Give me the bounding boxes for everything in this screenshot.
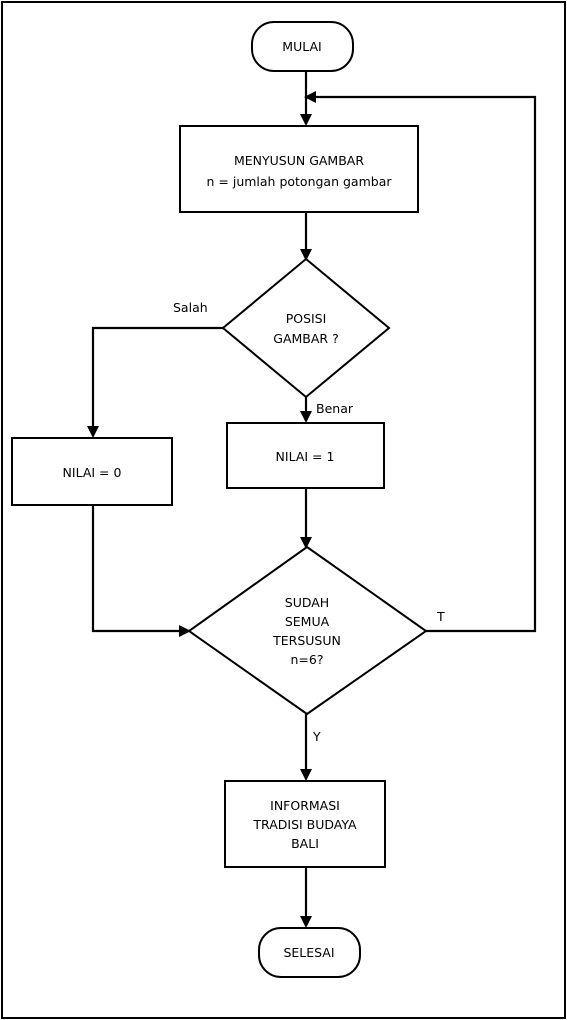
all-arranged-line-2: SEMUA (285, 614, 330, 629)
arrange-process: MENYUSUN GAMBAR n = jumlah potongan gamb… (179, 125, 419, 213)
score-zero-process: NILAI = 0 (11, 437, 173, 506)
end-terminal: SELESAI (258, 927, 361, 978)
information-line-2: TRADISI BUDAYA (252, 817, 357, 832)
arrange-title: MENYUSUN GAMBAR (234, 153, 364, 168)
all-arranged-line-3: TERSUSUN (272, 633, 341, 648)
arrow-salah-to-score-zero (87, 326, 224, 438)
arrow-score-zero-to-decision (91, 505, 191, 637)
all-arranged-line-4: n=6? (291, 652, 324, 667)
end-label: SELESAI (283, 945, 334, 960)
information-process: INFORMASI TRADISI BUDAYA BALI (224, 780, 386, 868)
score-one-label: NILAI = 1 (276, 449, 335, 464)
start-label: MULAI (282, 39, 321, 54)
score-zero-label: NILAI = 0 (63, 465, 122, 480)
arrow-loop-back (304, 91, 537, 633)
position-check-line-2: GAMBAR ? (273, 331, 338, 346)
position-check-decision: POSISI GAMBAR ? (221, 257, 391, 399)
edge-label-t: T (436, 609, 445, 624)
edge-label-benar: Benar (316, 401, 354, 416)
information-line-3: BALI (291, 836, 319, 851)
arrange-subtitle: n = jumlah potongan gambar (207, 174, 393, 189)
all-arranged-decision: SUDAH SEMUA TERSUSUN n=6? (187, 545, 428, 716)
information-line-1: INFORMASI (270, 798, 340, 813)
edge-label-y: Y (312, 729, 321, 744)
edge-label-salah: Salah (173, 300, 208, 315)
position-check-line-1: POSISI (286, 311, 327, 326)
start-terminal: MULAI (251, 21, 354, 72)
score-one-process: NILAI = 1 (226, 422, 385, 489)
all-arranged-line-1: SUDAH (285, 595, 329, 610)
